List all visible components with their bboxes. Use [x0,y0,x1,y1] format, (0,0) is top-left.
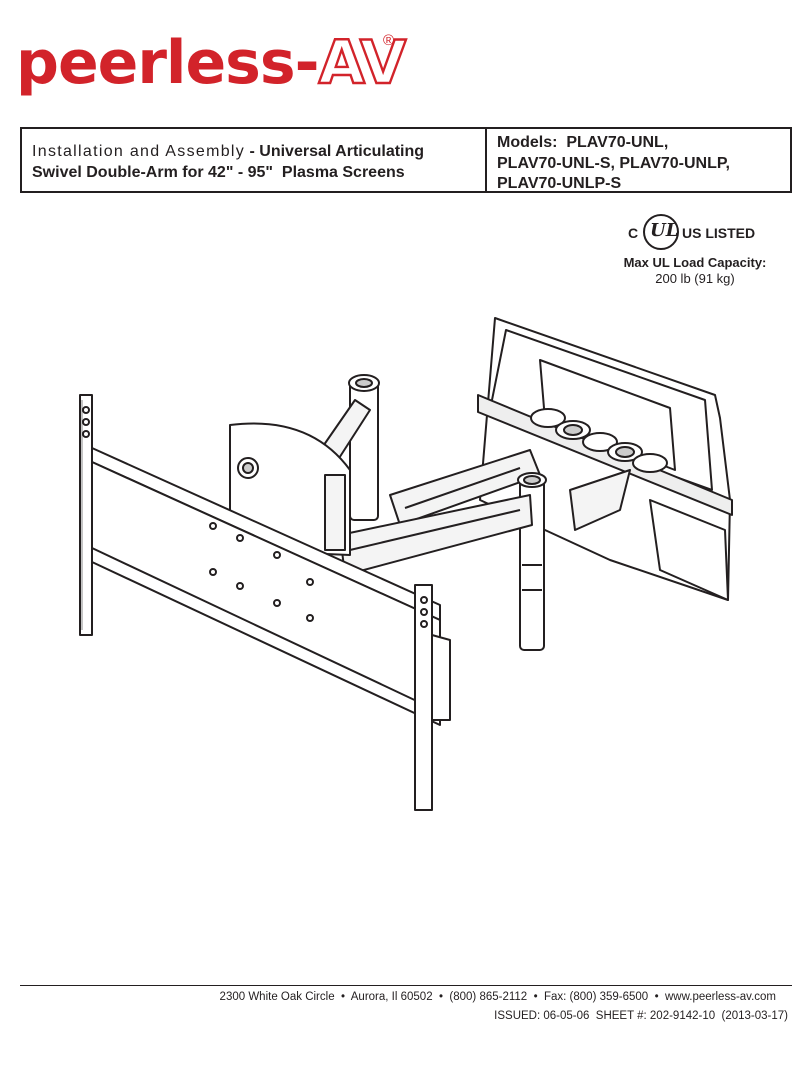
models-line-1: Models: PLAV70-UNL, [497,134,669,151]
ul-c-mark: C [628,225,639,241]
registered-mark: ® [383,32,395,49]
title-box: Installation and Assembly - Universal Ar… [20,127,792,193]
document-title: Installation and Assembly - Universal Ar… [22,129,487,191]
logo-brand-text: peerless [16,28,296,98]
title-separator: - [245,143,260,160]
logo-dash: - [294,28,320,98]
product-name-line2: Swivel Double-Arm for 42" - 95" Plasma S… [32,164,405,181]
logo-av-text: AV [317,27,407,99]
tilt-head [229,422,351,556]
ul-circle-icon: UL [643,214,679,250]
peerless-av-logo: peerless-AV® [16,27,408,118]
models-list: Models: PLAV70-UNL, PLAV70-UNL-S, PLAV70… [487,129,790,192]
footer-address: 2300 White Oak Circle • Aurora, Il 60502… [219,991,776,1003]
screen-adapter [79,394,451,811]
models-line-2: PLAV70-UNL-S, PLAV70-UNLP, [497,154,730,172]
title-lead: Installation and Assembly [32,143,246,160]
capacity-value: 200 lb (91 kg) [655,271,735,286]
capacity-label: Max UL Load Capacity: [623,255,767,270]
ul-us-listed: US LISTED [682,225,756,241]
footer-rule [20,985,792,986]
load-capacity: Max UL Load Capacity: 200 lb (91 kg) [600,255,790,287]
product-name-line1: Universal Articulating [259,143,425,160]
ul-letters: UL [650,220,679,241]
mount-illustration [79,317,733,811]
footer-issued: ISSUED: 06-05-06 SHEET #: 202-9142-10 (2… [494,1010,788,1022]
models-line-3: PLAV70-UNLP-S [497,175,622,192]
ul-listed-mark: C UL US LISTED [623,214,773,252]
